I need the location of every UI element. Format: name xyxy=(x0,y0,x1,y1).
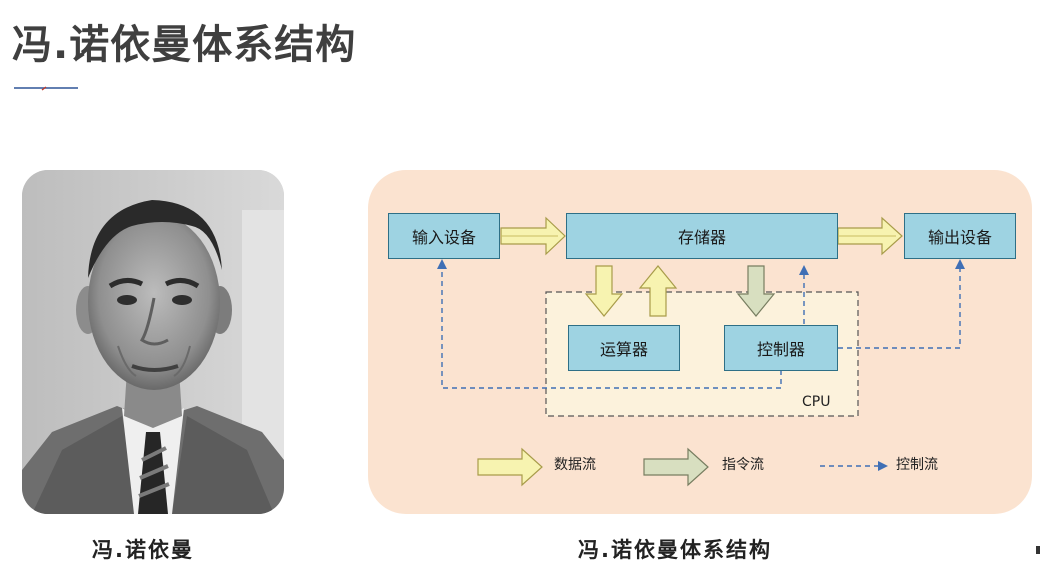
input-device-box: 输入设备 xyxy=(388,213,500,259)
memory-box: 存储器 xyxy=(566,213,838,259)
corner-mark xyxy=(1036,546,1040,554)
legend-control-flow-icon xyxy=(820,461,888,471)
output-device-box: 输出设备 xyxy=(904,213,1016,259)
alu-box: 运算器 xyxy=(568,325,680,371)
arrow-input-to-memory xyxy=(500,216,566,256)
page-title: 冯.诺依曼体系结构 xyxy=(12,22,357,68)
title-underline xyxy=(14,86,78,91)
cpu-frame xyxy=(545,291,859,417)
arrow-memory-to-alu xyxy=(584,265,624,317)
arrow-memory-to-controller xyxy=(736,265,776,317)
control-flow-heads xyxy=(437,259,965,275)
legend-data-flow: 数据流 xyxy=(554,457,596,473)
portrait-photo xyxy=(22,170,284,514)
arrow-alu-to-memory xyxy=(638,265,678,317)
controller-box: 控制器 xyxy=(724,325,838,371)
legend-control-flow: 控制流 xyxy=(896,457,938,473)
control-flow-lines xyxy=(441,266,961,389)
diagram-caption: 冯.诺依曼体系结构 xyxy=(578,538,772,562)
legend-instruction-flow: 指令流 xyxy=(722,457,764,473)
cpu-label: CPU xyxy=(802,394,831,410)
architecture-diagram: 输入设备 存储器 输出设备 运算器 控制器 CPU 数据流 指令流 控制流 xyxy=(368,170,1032,514)
arrow-memory-to-output xyxy=(837,216,903,256)
legend-data-flow-icon xyxy=(477,447,543,487)
legend-instruction-flow-icon xyxy=(643,447,709,487)
portrait-caption: 冯.诺依曼 xyxy=(92,538,194,562)
